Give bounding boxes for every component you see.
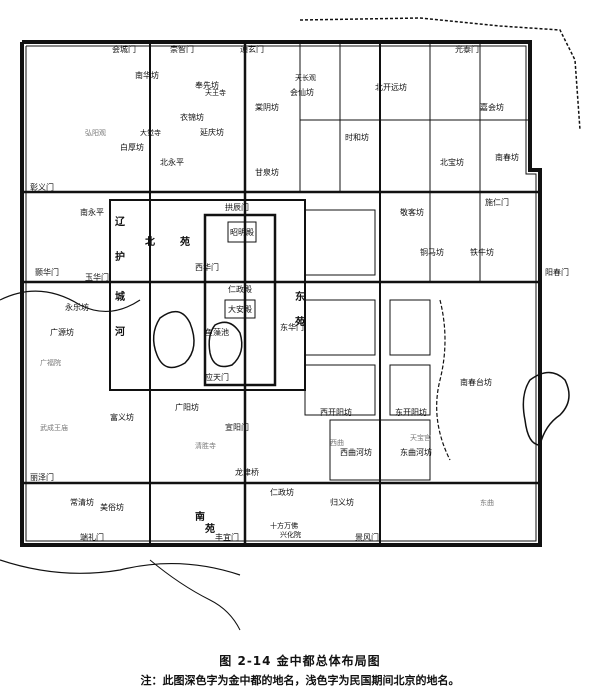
svg-text:阳春门: 阳春门 bbox=[545, 267, 569, 277]
svg-text:天王寺: 天王寺 bbox=[205, 89, 226, 97]
svg-text:光泰门: 光泰门 bbox=[455, 44, 479, 54]
svg-text:甘泉坊: 甘泉坊 bbox=[255, 167, 279, 177]
svg-text:奉先坊: 奉先坊 bbox=[195, 80, 219, 90]
map-labels: 会城门 崇智门 通玄门 光泰门 彰义门 颢华门 玉华门 丽泽门 端礼门 丰宜门 … bbox=[30, 44, 569, 542]
svg-text:通玄门: 通玄门 bbox=[240, 44, 264, 54]
svg-text:拱辰门: 拱辰门 bbox=[225, 202, 249, 212]
svg-text:彰义门: 彰义门 bbox=[30, 182, 54, 192]
svg-text:丰宜门: 丰宜门 bbox=[215, 532, 239, 542]
svg-text:铁牛坊: 铁牛坊 bbox=[470, 247, 494, 257]
svg-text:嘉会坊: 嘉会坊 bbox=[480, 102, 504, 112]
imperial-city-wall bbox=[109, 199, 306, 391]
svg-text:衣锦坊: 衣锦坊 bbox=[180, 112, 204, 122]
svg-text:广福院: 广福院 bbox=[40, 358, 61, 367]
svg-text:仁政坊: 仁政坊 bbox=[270, 487, 294, 497]
svg-text:东曲: 东曲 bbox=[480, 498, 494, 507]
svg-text:西华门: 西华门 bbox=[195, 262, 219, 272]
svg-text:应天门: 应天门 bbox=[205, 372, 229, 382]
svg-text:昭明殿: 昭明殿 bbox=[230, 228, 254, 237]
svg-text:东开阳坊: 东开阳坊 bbox=[395, 407, 427, 417]
svg-text:延庆坊: 延庆坊 bbox=[200, 127, 224, 137]
svg-text:武成王庙: 武成王庙 bbox=[40, 423, 68, 432]
figure-title: 图 2-14 金中都总体布局图 bbox=[219, 654, 381, 668]
svg-text:富义坊: 富义坊 bbox=[110, 412, 134, 422]
svg-text:南春坊: 南春坊 bbox=[495, 152, 519, 162]
south-east-lake bbox=[522, 371, 570, 446]
river-canal bbox=[436, 299, 451, 461]
svg-text:北开远坊: 北开远坊 bbox=[375, 82, 407, 92]
river-west bbox=[0, 290, 141, 313]
svg-text:天长观: 天长观 bbox=[295, 73, 316, 82]
svg-text:东: 东 bbox=[295, 290, 305, 303]
svg-text:景风门: 景风门 bbox=[355, 532, 379, 542]
outer-city-wall bbox=[20, 40, 542, 547]
svg-text:苑: 苑 bbox=[179, 235, 190, 248]
svg-text:天宝宫: 天宝宫 bbox=[410, 433, 431, 442]
svg-text:归义坊: 归义坊 bbox=[330, 497, 354, 507]
svg-text:常清坊: 常清坊 bbox=[70, 497, 94, 507]
svg-text:崇智门: 崇智门 bbox=[170, 44, 194, 54]
svg-text:会仙坊: 会仙坊 bbox=[290, 87, 314, 97]
svg-text:苑: 苑 bbox=[294, 315, 305, 328]
svg-text:北宝坊: 北宝坊 bbox=[440, 157, 464, 167]
figure-note: 注：此图深色字为金中都的地名，浅色字为民国期间北京的地名。 bbox=[140, 674, 460, 687]
svg-text:宣阳门: 宣阳门 bbox=[225, 422, 249, 432]
svg-text:河: 河 bbox=[115, 326, 125, 338]
svg-text:弘阳观: 弘阳观 bbox=[85, 128, 106, 137]
svg-text:龙津桥: 龙津桥 bbox=[235, 467, 259, 477]
svg-text:施仁门: 施仁门 bbox=[485, 197, 509, 207]
svg-text:铜马坊: 铜马坊 bbox=[420, 247, 444, 257]
svg-text:端礼门: 端礼门 bbox=[80, 532, 104, 542]
svg-text:北: 北 bbox=[145, 235, 155, 248]
river-south bbox=[0, 559, 241, 576]
svg-text:兴化院: 兴化院 bbox=[280, 530, 301, 539]
svg-text:北永平: 北永平 bbox=[160, 157, 184, 167]
svg-text:敬客坊: 敬客坊 bbox=[400, 207, 424, 217]
svg-text:白厚坊: 白厚坊 bbox=[120, 142, 144, 152]
city-layout-map: 会城门 崇智门 通玄门 光泰门 彰义门 颢华门 玉华门 丽泽门 端礼门 丰宜门 … bbox=[0, 17, 581, 631]
svg-text:大安殿: 大安殿 bbox=[228, 304, 252, 314]
svg-text:西曲河坊: 西曲河坊 bbox=[340, 447, 372, 457]
svg-text:南永平: 南永平 bbox=[80, 207, 104, 217]
map-linework bbox=[0, 17, 581, 631]
palace-city-wall bbox=[203, 213, 277, 387]
svg-text:苑: 苑 bbox=[204, 522, 215, 535]
svg-text:永乐坊: 永乐坊 bbox=[65, 302, 89, 312]
svg-text:时和坊: 时和坊 bbox=[345, 132, 369, 142]
svg-text:十方万佛: 十方万佛 bbox=[270, 521, 298, 530]
svg-text:仁政殿: 仁政殿 bbox=[228, 284, 252, 294]
taiye-lake bbox=[152, 310, 195, 369]
svg-text:城: 城 bbox=[115, 290, 125, 303]
svg-text:西曲: 西曲 bbox=[330, 438, 344, 447]
svg-text:美俗坊: 美俗坊 bbox=[100, 502, 124, 512]
svg-text:西开阳坊: 西开阳坊 bbox=[320, 407, 352, 417]
svg-text:东曲河坊: 东曲河坊 bbox=[400, 447, 432, 457]
svg-text:广阳坊: 广阳坊 bbox=[175, 402, 199, 412]
svg-text:颢华门: 颢华门 bbox=[35, 267, 59, 277]
svg-text:清胜寺: 清胜寺 bbox=[195, 441, 216, 450]
svg-text:南: 南 bbox=[195, 510, 205, 523]
svg-text:会城门: 会城门 bbox=[112, 44, 136, 54]
svg-text:东华门: 东华门 bbox=[280, 322, 304, 332]
yuzao-lake bbox=[208, 321, 243, 368]
svg-text:丽泽门: 丽泽门 bbox=[30, 472, 54, 482]
svg-text:棠阴坊: 棠阴坊 bbox=[255, 102, 279, 112]
svg-text:南华坊: 南华坊 bbox=[135, 70, 159, 80]
svg-text:辽: 辽 bbox=[115, 216, 126, 228]
modern-wall-line bbox=[299, 17, 581, 131]
svg-text:大觉寺: 大觉寺 bbox=[140, 128, 161, 137]
svg-text:广源坊: 广源坊 bbox=[50, 327, 74, 337]
svg-text:鱼藻池: 鱼藻池 bbox=[205, 327, 229, 337]
svg-text:护: 护 bbox=[115, 250, 125, 263]
svg-text:南春台坊: 南春台坊 bbox=[460, 377, 492, 387]
svg-text:玉华门: 玉华门 bbox=[85, 272, 109, 282]
